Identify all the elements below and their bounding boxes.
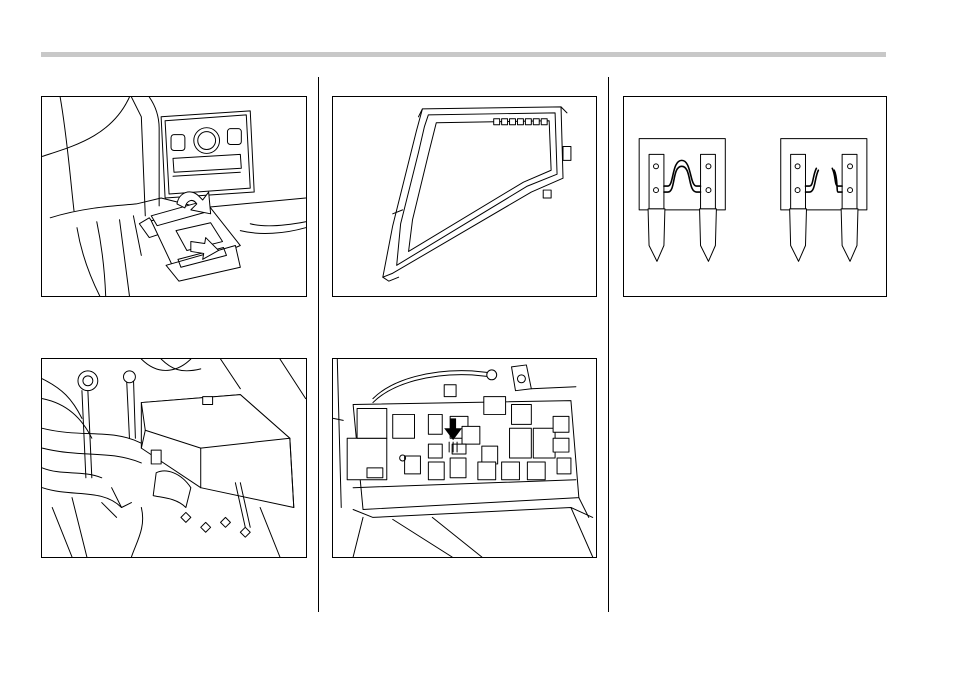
engine-fuse-box-cover-illustration <box>42 359 306 557</box>
column-divider-left <box>318 77 319 612</box>
fuse-panel-cover-illustration <box>42 97 306 296</box>
figure-engine-fuse-box-cover <box>41 358 307 558</box>
fuse-comparison-illustration <box>624 97 886 296</box>
blown-fuse <box>781 139 867 262</box>
figure-fuse-comparison <box>623 96 887 297</box>
good-fuse <box>639 139 725 262</box>
fuse-box-lid-illustration <box>333 97 596 296</box>
figure-fuse-box-lid <box>332 96 597 297</box>
engine-fuse-box-open-illustration <box>333 359 596 557</box>
header-rule <box>41 52 886 57</box>
figure-engine-fuse-box-open <box>332 358 597 558</box>
column-divider-right <box>608 77 609 612</box>
figure-fuse-panel-cover <box>41 96 307 297</box>
